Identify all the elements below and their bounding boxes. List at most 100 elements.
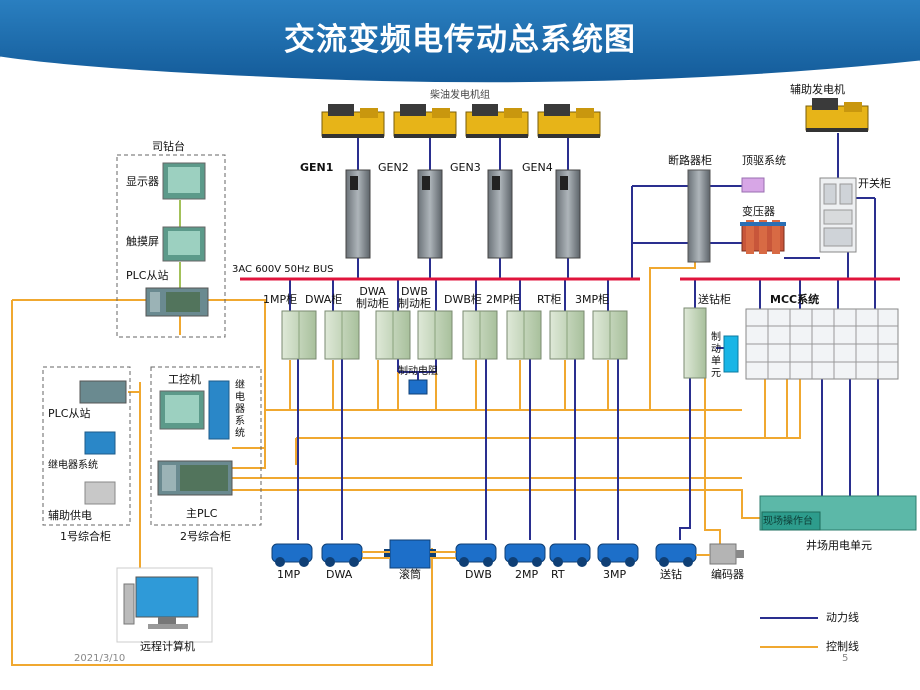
plc-slave-console-label: PLC从站 xyxy=(126,269,169,282)
touchscreen-panel xyxy=(162,226,206,262)
mud-pump xyxy=(504,543,546,567)
remote-pc-label: 远程计算机 xyxy=(140,640,195,653)
ipc-label: 工控机 xyxy=(168,373,201,386)
drive-cabinet xyxy=(375,310,411,360)
gen1-label: GEN1 xyxy=(300,161,334,174)
plc-slave-1-label: PLC从站 xyxy=(48,407,91,420)
aux-power-box xyxy=(84,481,116,505)
page-title: 交流变频电传动总系统图 xyxy=(284,22,636,58)
transformer-label: 变压器 xyxy=(742,205,775,218)
mcc-system-label: MCC系统 xyxy=(770,293,820,306)
mud-pump xyxy=(455,543,497,567)
drum-links xyxy=(362,551,710,559)
display-label: 显示器 xyxy=(126,175,159,188)
header-band: 交流变频电传动总系统图 xyxy=(0,0,920,92)
relay-system-2-box xyxy=(208,380,230,440)
cab-dwa-brake-label: DWA 制动柜 xyxy=(356,285,389,310)
transformer-unit xyxy=(740,220,786,254)
diesel-generator xyxy=(537,104,601,138)
drive-cabinets xyxy=(281,310,628,360)
motor-feed-label: 送钻 xyxy=(660,568,682,581)
cabinet-2-label: 2号综合柜 xyxy=(180,530,231,543)
encoder-label: 编码器 xyxy=(711,568,744,581)
motor-dwb-label: DWB xyxy=(465,568,492,581)
main-plc-rack xyxy=(157,460,233,496)
display-screen xyxy=(162,162,206,200)
cabinet-1-label: 1号综合柜 xyxy=(60,530,111,543)
diesel-generator xyxy=(321,104,385,138)
mcc-panels xyxy=(745,308,899,380)
aux-generator-unit xyxy=(805,98,869,132)
aux-power-label: 辅助供电 xyxy=(48,509,92,522)
motor-1mp-label: 1MP xyxy=(277,568,301,581)
gen2-label: GEN2 xyxy=(378,161,409,174)
remote-computer xyxy=(116,567,213,643)
feed-motor xyxy=(655,543,697,567)
brake-resistor-box xyxy=(408,379,428,395)
aux-generator-label: 辅助发电机 xyxy=(790,83,845,96)
top-drive-box xyxy=(741,177,765,193)
field-console-label: 现场操作台 xyxy=(763,516,813,527)
drive-cabinet xyxy=(417,310,453,360)
feed-brake-unit-label: 制动单元 xyxy=(711,332,721,379)
cab-2mp-label: 2MP柜 xyxy=(486,293,521,306)
brake-resistor-label: 制动电阻 xyxy=(398,366,438,377)
driller-console-frame xyxy=(116,154,226,338)
drive-cabinet xyxy=(506,310,542,360)
header-background xyxy=(0,0,920,86)
breaker-cabinet-box xyxy=(687,169,711,263)
bus-label: 3AC 600V 50Hz BUS xyxy=(232,264,334,275)
cab-dwa-label: DWA柜 xyxy=(305,293,343,306)
drum-motor xyxy=(384,539,436,569)
legend-control-label: 控制线 xyxy=(826,640,859,653)
gen3-label: GEN3 xyxy=(450,161,481,174)
date-footer: 2021/3/10 xyxy=(74,653,126,664)
legend-power-label: 动力线 xyxy=(826,611,859,624)
motors xyxy=(271,539,744,569)
cab-rt-label: RT柜 xyxy=(537,293,562,306)
diesel-generator xyxy=(465,104,529,138)
plc-slave-rack xyxy=(145,287,209,317)
main-plc-label: 主PLC xyxy=(186,507,218,520)
generator-group-label: 柴油发电机组 xyxy=(430,90,490,101)
motor-3mp-label: 3MP xyxy=(603,568,627,581)
feed-cabinet-label: 送钻柜 xyxy=(698,293,731,306)
cab-1mp-label: 1MP柜 xyxy=(263,293,298,306)
encoder-box xyxy=(709,543,744,565)
field-console-box xyxy=(761,511,821,531)
mud-pump xyxy=(549,543,591,567)
mud-pump xyxy=(271,543,313,567)
relay-system-1-box xyxy=(84,431,116,455)
power-lines xyxy=(289,133,879,540)
drive-cabinet xyxy=(462,310,498,360)
mud-pump xyxy=(321,543,363,567)
drive-cabinet xyxy=(592,310,628,360)
relay-system-2-label: 继电器系统 xyxy=(235,380,245,439)
touchscreen-label: 触摸屏 xyxy=(126,235,159,248)
drive-cabinet xyxy=(549,310,585,360)
feed-cabinet-box xyxy=(683,307,707,379)
switch-cabinet-box xyxy=(819,177,857,253)
drive-cabinet xyxy=(324,310,360,360)
motor-dwa-label: DWA xyxy=(326,568,353,581)
top-drive-label: 顶驱系统 xyxy=(742,154,786,167)
cabinet-1-frame xyxy=(42,366,131,526)
page-number: 5 xyxy=(842,653,849,664)
cab-dwb-label: DWB柜 xyxy=(444,293,482,306)
gen4-label: GEN4 xyxy=(522,161,553,174)
cabinet-2-frame xyxy=(150,366,262,526)
diesel-generator xyxy=(393,104,457,138)
ipc-unit xyxy=(159,390,205,430)
well-site-unit-label: 井场用电单元 xyxy=(806,539,872,552)
plc-slave-1-rack xyxy=(79,380,127,404)
mud-pump xyxy=(597,543,639,567)
drive-cabinet xyxy=(281,310,317,360)
cab-dwb-brake-label: DWB 制动柜 xyxy=(398,285,431,310)
cab-3mp-label: 3MP柜 xyxy=(575,293,610,306)
generator-panels xyxy=(345,169,581,259)
feed-brake-unit-box xyxy=(723,335,739,373)
motor-rt-label: RT xyxy=(551,568,565,581)
generator-group xyxy=(321,98,869,138)
motor-2mp-label: 2MP xyxy=(515,568,539,581)
